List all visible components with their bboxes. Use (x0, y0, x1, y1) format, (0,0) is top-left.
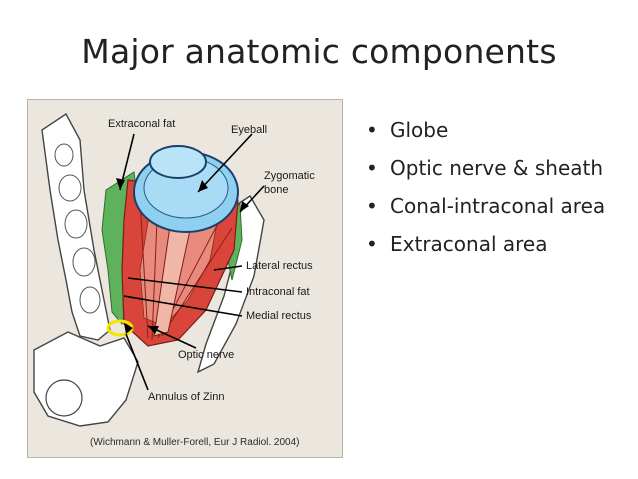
label-zygomatic-bone-line1: Zygomatic (264, 170, 315, 182)
label-intraconal-fat: Intraconal fat (246, 286, 310, 298)
sphenoid-sinus (45, 379, 83, 417)
ethmoid-bone (41, 112, 111, 341)
leader-intraconal-fat (127, 277, 243, 293)
ethmoid-cell (64, 209, 88, 239)
bullet-item-globe: • Globe (362, 117, 622, 144)
bullet-text: Extraconal area (390, 232, 548, 256)
label-medial-rectus: Medial rectus (246, 310, 312, 322)
bullet-item-optic-nerve: • Optic nerve & sheath (362, 155, 622, 182)
label-lateral-rectus: Lateral rectus (246, 260, 313, 272)
leader-lateral-rectus (213, 265, 243, 271)
bullet-item-conal-intraconal: • Conal-intraconal area (362, 193, 622, 220)
label-extraconal-fat: Extraconal fat (108, 118, 176, 130)
arrowhead (148, 326, 159, 334)
leader-eyeball (197, 133, 253, 193)
bullet-marker: • (366, 156, 378, 180)
figure-caption: (Wichmann & Muller-Forell, Eur J Radiol.… (90, 437, 300, 448)
zygomatic-bone (196, 195, 265, 374)
ethmoid-cell (72, 247, 96, 277)
bullet-marker: • (366, 232, 378, 256)
bullet-text: Optic nerve & sheath (390, 156, 604, 180)
arrowhead (198, 180, 208, 192)
muscle-fiber (139, 199, 149, 339)
label-zygomatic-bone-line2: bone (264, 184, 289, 196)
arrowhead (124, 323, 133, 334)
leader-arrowheads (116, 178, 249, 334)
slide-title: Major anatomic components (81, 32, 557, 71)
sphenoid-bone (33, 331, 139, 427)
bullet-marker: • (366, 118, 378, 142)
label-eyeball: Eyeball (231, 124, 268, 136)
ethmoid-cell (79, 286, 101, 314)
bullet-text: Conal-intraconal area (390, 194, 606, 218)
leader-medial-rectus (123, 295, 243, 317)
bullet-text: Globe (390, 118, 449, 142)
arrowhead (116, 178, 125, 190)
ethmoid-cell (58, 174, 82, 202)
arrowhead (240, 201, 249, 212)
muscle-fiber (161, 227, 233, 337)
bullet-list: • Globe • Optic nerve & sheath • Conal-i… (362, 117, 622, 269)
bullet-item-extraconal: • Extraconal area (362, 231, 622, 258)
ethmoid-cell (54, 143, 74, 167)
orbit-anatomy-figure: Extraconal fat Eyeball Zygomatic bone La… (27, 99, 343, 458)
orbit-diagram (33, 112, 265, 427)
cornea-shape (149, 145, 207, 179)
bullet-marker: • (366, 194, 378, 218)
label-optic-nerve: Optic nerve (178, 349, 235, 361)
label-annulus-of-zinn: Annulus of Zinn (148, 391, 225, 403)
leader-annulus (125, 333, 149, 391)
